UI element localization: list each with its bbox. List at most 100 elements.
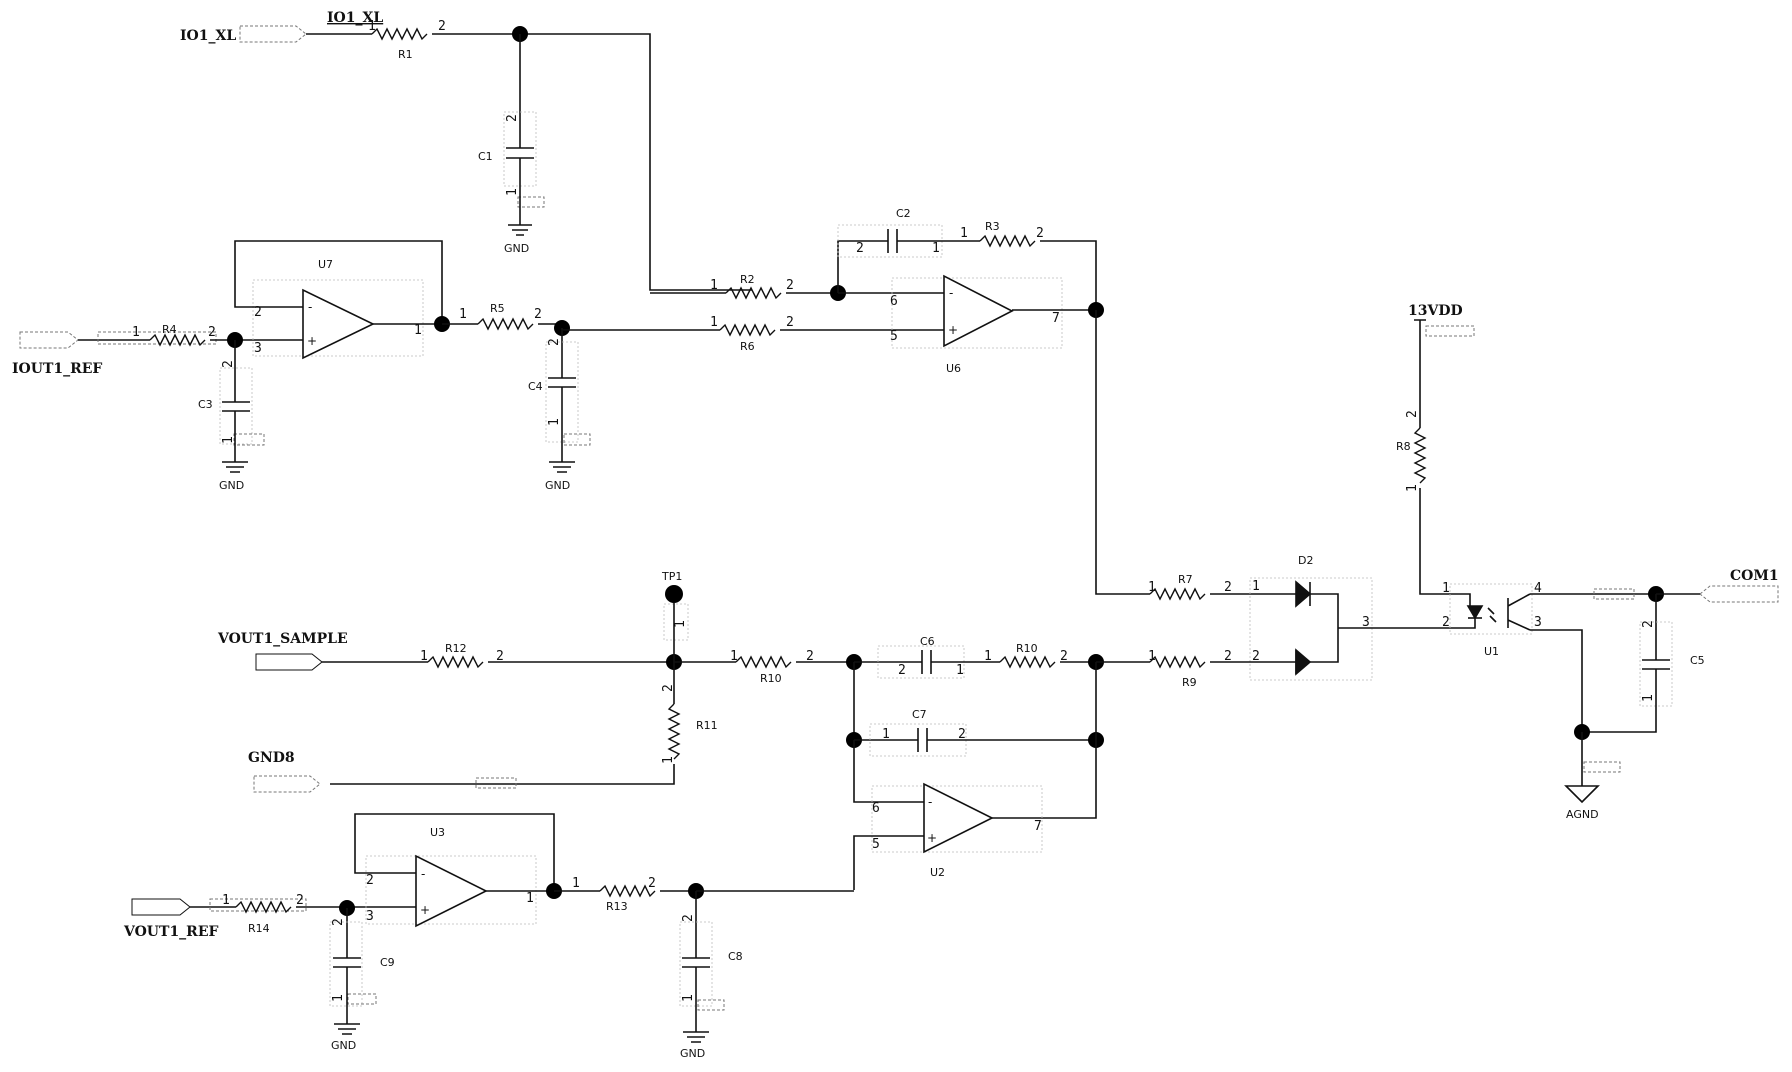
tp1-pin1: 1 [673,620,688,628]
r13-pin2: 2 [648,876,656,891]
gnd8-port[interactable]: GND8 [248,750,321,793]
u6-ref: U6 [946,362,961,375]
test-point-tp1[interactable]: TP1 1 [661,570,689,641]
resistor-r9: 1 2 R9 [1148,649,1232,689]
resistor-r12: 1 2 R12 [420,642,504,668]
tp1-ref: TP1 [661,570,682,583]
io1-xl-port[interactable]: IO1_XL [180,25,307,44]
c5-ref: C5 [1690,654,1705,667]
c8-ref: C8 [728,950,743,963]
r5-pin2: 2 [534,307,542,322]
c7-pin1: 1 [882,727,890,742]
r11-pin2: 2 [661,684,676,692]
r10a-pin2: 2 [806,649,814,664]
r12-ref: R12 [445,642,467,655]
resistor-r7: 1 2 R7 [1148,573,1232,600]
gnd-c1-label: GND [504,242,529,255]
resistor-r4: 1 2 R4 [97,323,217,346]
vout1-ref-port[interactable]: VOUT1_REF [123,898,218,940]
resistor-r10-input: 1 2 R10 [730,649,814,685]
r6-ref: R6 [740,340,755,353]
u3-plus: + [420,903,430,917]
c4-ref: C4 [528,380,543,393]
resistor-r6: 1 2 R6 [710,315,794,353]
c1-pin1: 1 [505,188,520,196]
resistor-r3: 1 2 R3 [960,220,1044,247]
u3-pin1: 1 [526,891,534,906]
u7-pin2: 2 [254,305,262,320]
com1-port[interactable]: COM1 [1699,568,1779,603]
c2-ref: C2 [896,207,911,220]
c7-pin2: 2 [958,727,966,742]
vout1-ref-label: VOUT1_REF [123,924,218,940]
r5-ref: R5 [490,302,505,315]
resistor-r14: 1 2 R14 [209,893,307,935]
opamp-u7: - + U7 2 3 1 [252,258,424,360]
u6-plus: + [948,323,958,337]
io1-xl-port-label: IO1_XL [180,28,236,44]
u3-minus: - [421,867,425,881]
u1-pin1: 1 [1442,581,1450,596]
r14-pin1: 1 [222,893,230,908]
r10b-ref: R10 [1016,642,1038,655]
r7-pin2: 2 [1224,580,1232,595]
gnd-c9-label: GND [331,1039,356,1052]
c6-pin1: 1 [956,663,964,678]
c1-ref: C1 [478,150,493,163]
resistor-r2: 1 2 R2 [710,273,794,299]
u3-pin3: 3 [366,909,374,924]
vdd13-label: 13VDD [1408,303,1463,319]
r12-pin1: 1 [420,649,428,664]
c5-pin1: 1 [1641,694,1656,702]
r9-ref: R9 [1182,676,1197,689]
r3-pin1: 1 [960,226,968,241]
resistor-r8: 2 1 R8 [1396,410,1426,492]
resistor-r11: 2 1 R11 [661,684,718,764]
ground-gnd-c4: GND [545,461,575,492]
gnd-c4-label: GND [545,479,570,492]
capacitor-c3: 2 1 C3 [198,360,265,446]
ground-gnd-c1: GND [504,224,532,255]
c7-ref: C7 [912,708,927,721]
capacitor-c6: 2 1 C6 [877,635,965,679]
r1-pin2: 2 [438,19,446,34]
u1-pin2: 2 [1442,615,1450,630]
u1-pin3: 3 [1534,615,1542,630]
r7-ref: R7 [1178,573,1193,586]
r8-pin2: 2 [1405,410,1420,418]
u6-minus: - [949,286,953,300]
iout1-ref-port[interactable]: IOUT1_REF [12,331,102,377]
r4-pin1: 1 [132,325,140,340]
d2-pin1: 1 [1252,579,1260,594]
io1-xl-net-label: IO1_XL [327,10,383,26]
r4-ref: R4 [162,323,177,336]
c6-pin2: 2 [898,663,906,678]
u1-pin4: 4 [1534,581,1542,596]
capacitor-c4: 2 1 C4 [528,338,591,446]
c4-pin1: 1 [547,418,562,426]
capacitor-c1: 2 1 C1 [478,111,545,208]
gnd-c8-label: GND [680,1047,705,1060]
c6-ref: C6 [920,635,935,648]
r14-ref: R14 [248,922,270,935]
u1-ref: U1 [1484,645,1499,658]
r14-pin2: 2 [296,893,304,908]
r4-pin2: 2 [208,325,216,340]
c3-pin1: 1 [221,436,236,444]
r10a-ref: R10 [760,672,782,685]
vout1-sample-port[interactable]: VOUT1_SAMPLE [217,631,348,671]
d2-pin3: 3 [1362,615,1370,630]
c1-pin2: 2 [505,114,520,122]
r1-ref: R1 [398,48,413,61]
r7-pin1: 1 [1148,580,1156,595]
u6-pin6: 6 [890,294,898,309]
r8-pin1: 1 [1405,484,1420,492]
resistor-r1: 1 2 R1 [368,19,446,61]
ground-gnd-c8: GND [680,1031,709,1060]
u3-ref: U3 [430,826,445,839]
r6-pin2: 2 [786,315,794,330]
r8-ref: R8 [1396,440,1411,453]
r12-pin2: 2 [496,649,504,664]
r2-pin2: 2 [786,278,794,293]
opamp-u3: - + U3 2 3 1 [365,826,537,928]
